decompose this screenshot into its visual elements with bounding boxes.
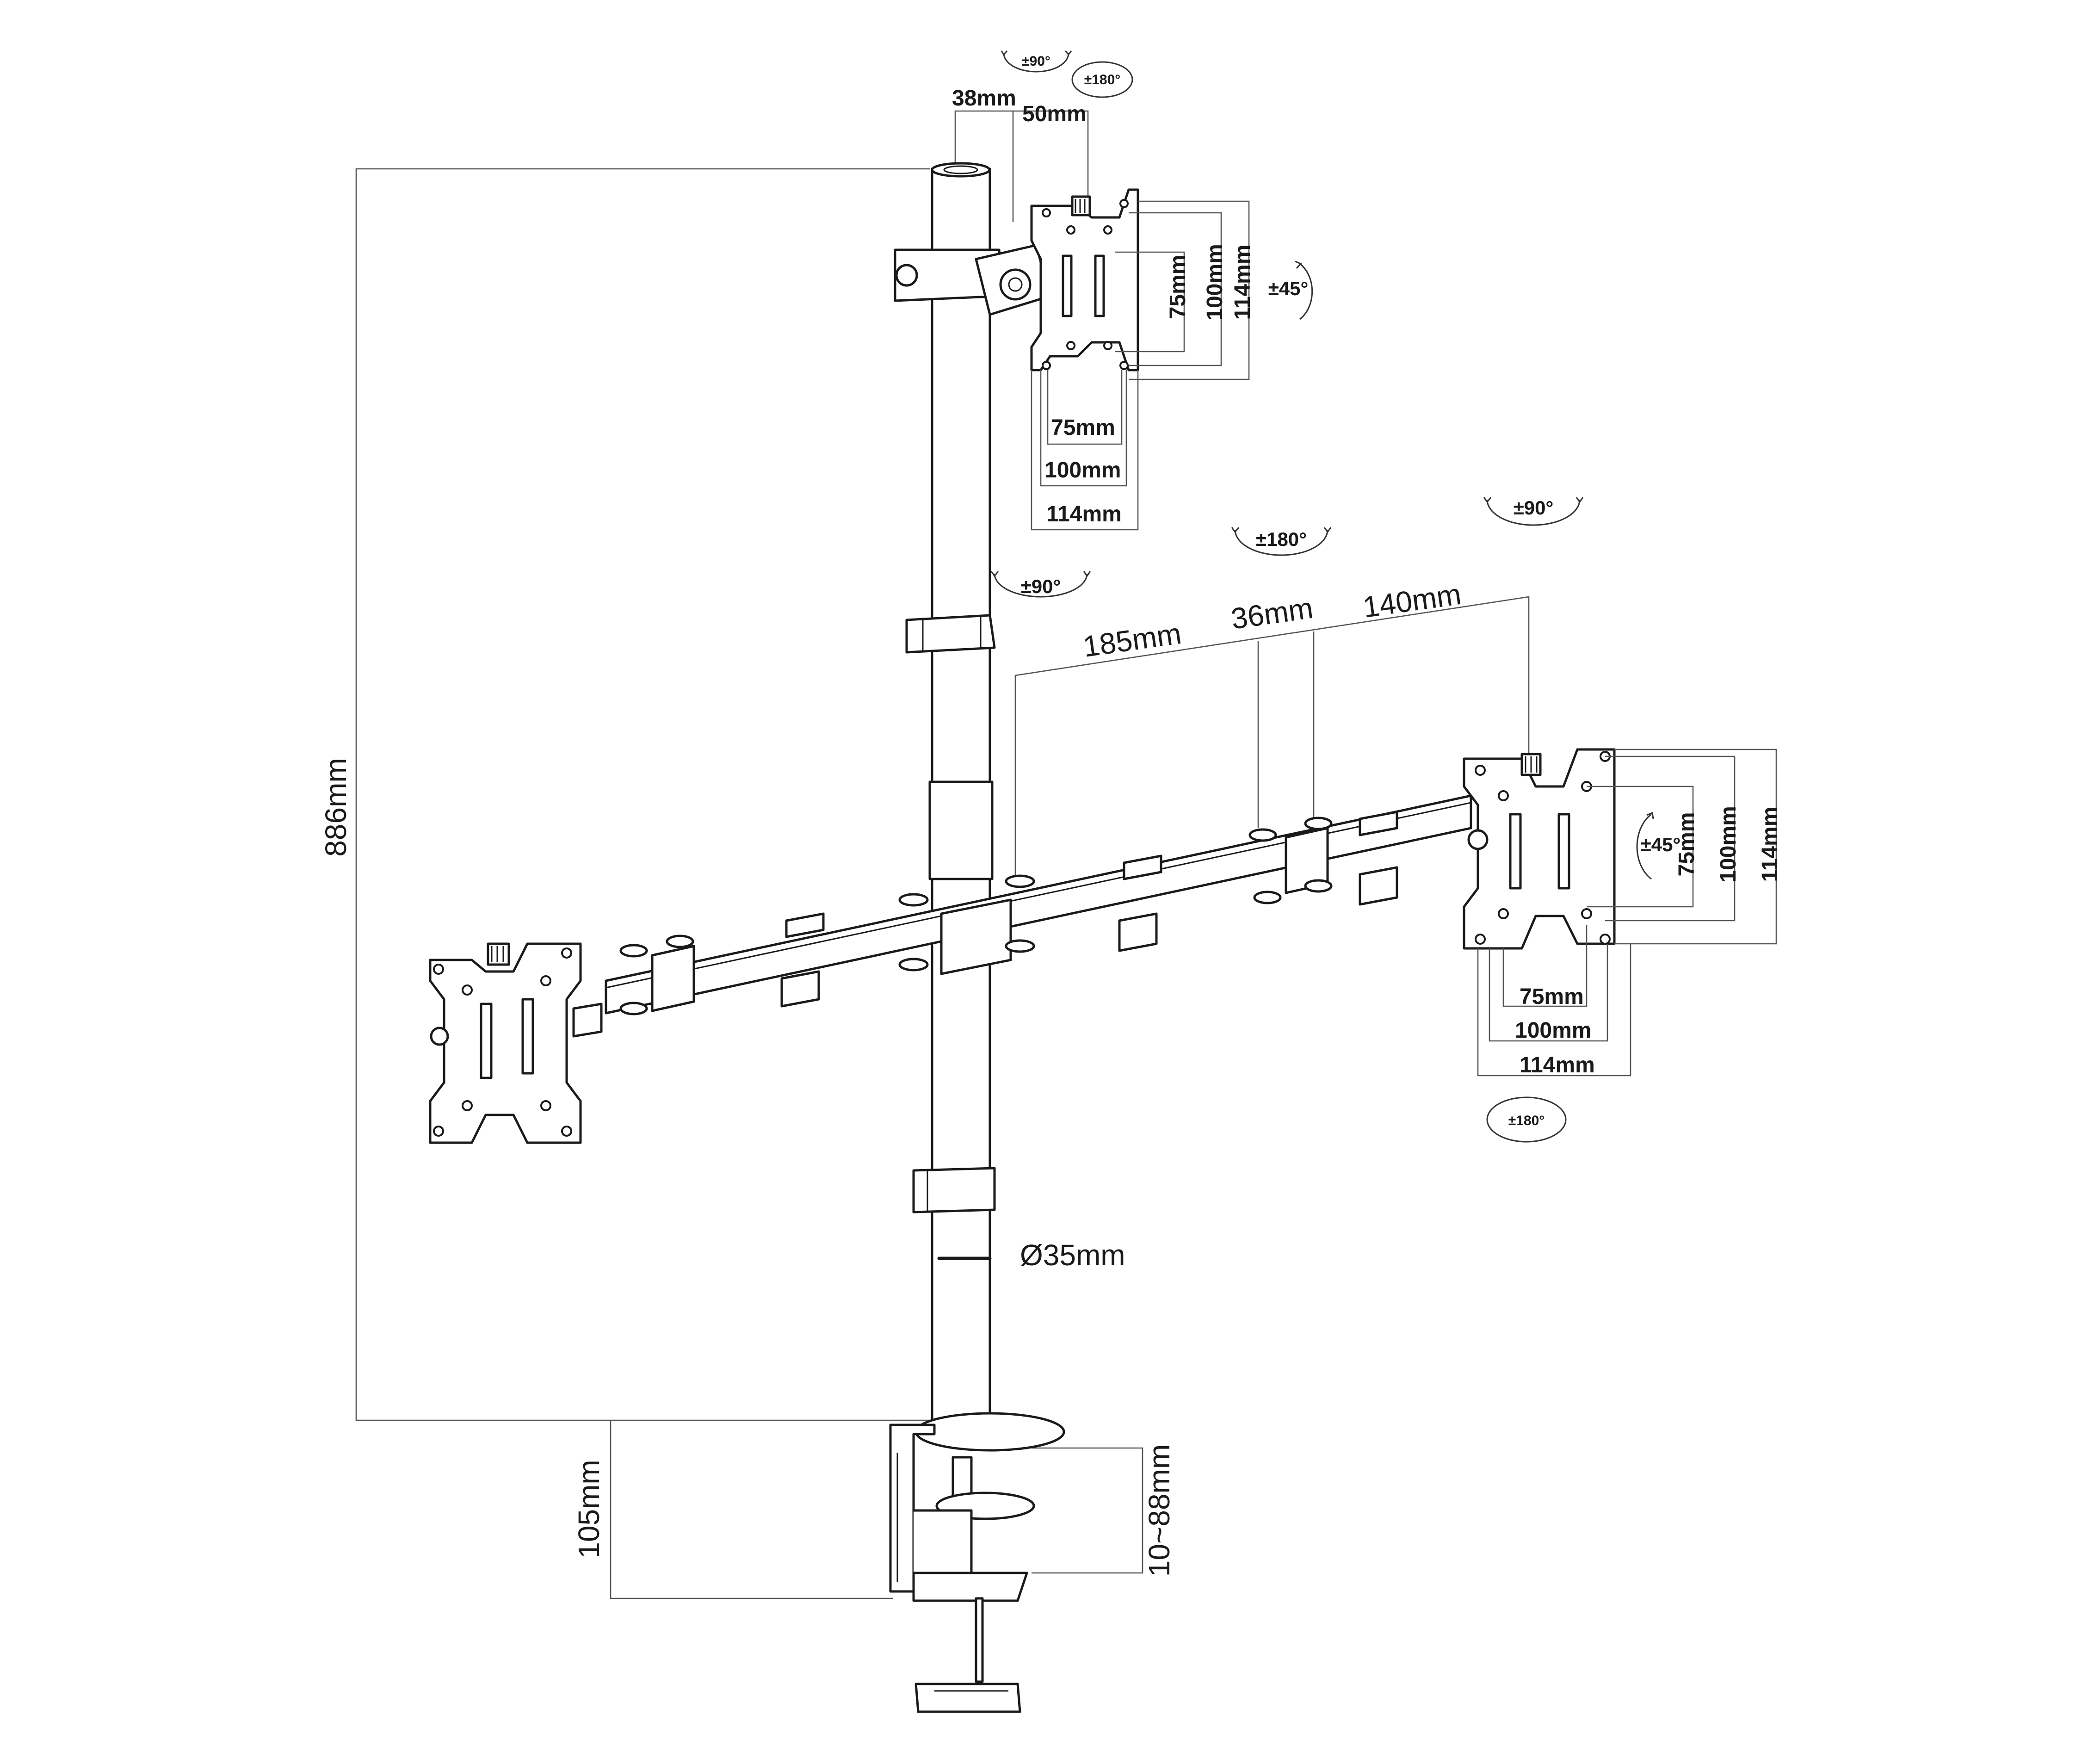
arm-36-label: 36mm: [1229, 591, 1315, 636]
right-plate-vertical-dimensions: 75mm 100mm 114mm: [1587, 749, 1782, 945]
right-v114-label: 114mm: [1758, 807, 1782, 882]
top-tilt-indicator: ±90°: [1001, 50, 1072, 73]
pole-swivel-label: ±90°: [1021, 576, 1061, 597]
right-vesa-plate: [1463, 748, 1616, 950]
right-v75-label: 75mm: [1674, 812, 1699, 877]
clamp-height-label: 105mm: [572, 1460, 606, 1558]
top-plate-vertical-dimensions: 75mm 100mm 114mm: [1115, 200, 1255, 380]
pole: [928, 162, 994, 1424]
arm-140-label: 140mm: [1361, 577, 1463, 624]
top-38-label: 38mm: [952, 86, 1016, 111]
top-h114-label: 114mm: [1046, 502, 1122, 526]
upper-pole-collar: [905, 614, 996, 654]
arm-swivel-indicator: ±180°: [1231, 527, 1332, 556]
top-swivel-label: ±180°: [1084, 72, 1121, 87]
left-vesa-plate: [429, 942, 582, 1144]
head-swivel-indicator: ±180°: [1486, 1096, 1567, 1143]
right-plate-horizontal-dimensions: 75mm 100mm 114mm: [1477, 925, 1631, 1077]
top-rotate-label: ±45°: [1268, 278, 1309, 299]
horizontal-arm: [572, 794, 1472, 1038]
total-height-label: 886mm: [319, 758, 352, 856]
top-v100-label: 100mm: [1203, 244, 1227, 320]
clamp-range-label: 10~88mm: [1143, 1444, 1176, 1577]
arm-swivel-label: ±180°: [1256, 528, 1307, 550]
pole-diameter-label: Ø35mm: [1020, 1238, 1125, 1272]
top-v75-label: 75mm: [1166, 255, 1190, 319]
top-h100-label: 100mm: [1044, 458, 1121, 483]
pole-diameter-dimension: Ø35mm: [937, 1238, 1125, 1272]
pole-swivel-indicator: ±90°: [990, 571, 1091, 598]
top-swivel-indicator: ±180°: [1071, 61, 1133, 98]
right-h75-label: 75mm: [1520, 984, 1584, 1009]
total-height-dimension: 886mm: [319, 168, 971, 1421]
right-rotate-indicator: ±45°: [1636, 811, 1681, 880]
top-h75-label: 75mm: [1051, 415, 1115, 440]
top-v114-label: 114mm: [1230, 245, 1255, 320]
right-rotate-label: ±45°: [1641, 834, 1681, 855]
top-offset-dimension: 38mm 50mm: [952, 86, 1089, 222]
lower-pole-collar: [912, 1167, 996, 1213]
right-h114-label: 114mm: [1520, 1053, 1595, 1077]
head-tilt-label: ±90°: [1514, 497, 1554, 519]
right-v100-label: 100mm: [1716, 806, 1741, 882]
arm-185-label: 185mm: [1081, 617, 1183, 663]
desk-clamp: [889, 1412, 1065, 1713]
top-vesa-head: [894, 188, 1139, 371]
head-swivel-label: ±180°: [1508, 1113, 1545, 1128]
head-tilt-indicator: ±90°: [1483, 497, 1584, 526]
top-rotate-indicator: ±45°: [1268, 260, 1313, 320]
top-tilt-label: ±90°: [1022, 54, 1050, 69]
top-50-label: 50mm: [1022, 102, 1087, 126]
right-h100-label: 100mm: [1515, 1018, 1591, 1043]
clamp-height-dimension: 105mm: [572, 1420, 893, 1599]
clamp-range-dimension: 10~88mm: [1032, 1444, 1176, 1577]
top-plate-horizontal-dimensions: 75mm 100mm 114mm: [1031, 370, 1139, 531]
